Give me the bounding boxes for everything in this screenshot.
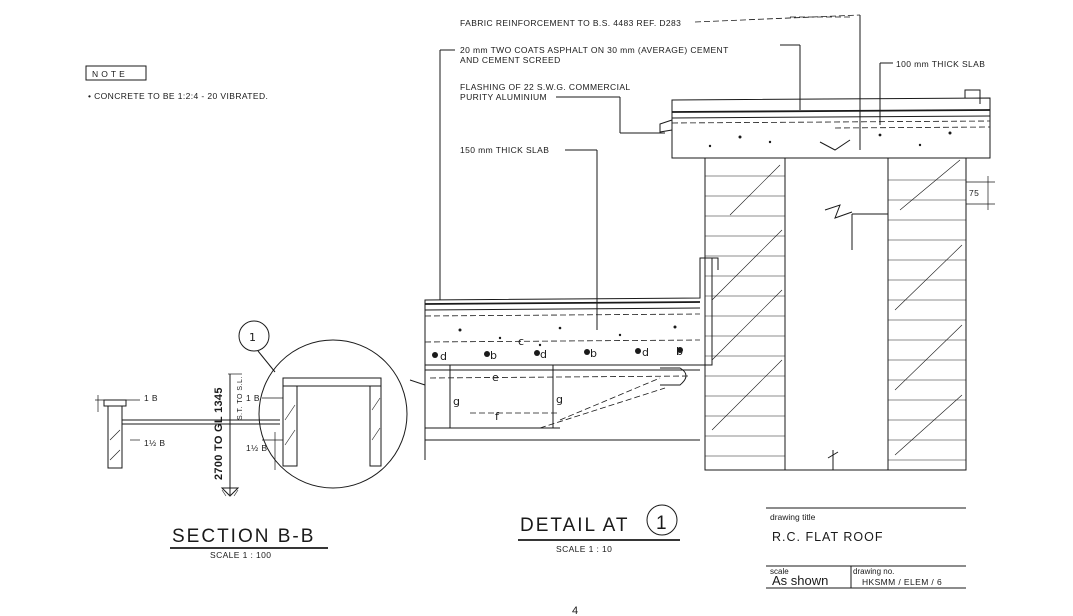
title-block-scale-label: scale bbox=[770, 567, 789, 576]
brick-pier-right bbox=[887, 157, 967, 471]
brick-pier-left bbox=[704, 157, 786, 471]
title-block-drawing-title-label: drawing title bbox=[770, 512, 816, 522]
section-level-label: 2700 TO GL 1345 bbox=[213, 387, 225, 480]
fabric-annotation: FABRIC REINFORCEMENT TO B.S. 4483 REF. D… bbox=[460, 18, 681, 28]
section-callout-number: 1 bbox=[249, 331, 256, 344]
detail-title: DETAIL AT bbox=[520, 515, 630, 536]
bar-label-d3: d bbox=[642, 346, 649, 359]
bar-label-d2: d bbox=[540, 348, 547, 361]
title-block bbox=[766, 507, 966, 589]
upper-roof-slab bbox=[659, 89, 991, 159]
title-block-drawing-no-label: drawing no. bbox=[853, 567, 894, 576]
dimension-75: 75 bbox=[966, 176, 995, 210]
detail-scale: SCALE 1 : 10 bbox=[556, 544, 612, 554]
flashing-annotation-line2: PURITY ALUMINIUM bbox=[460, 92, 547, 102]
section-label-half-b: 1½ B bbox=[144, 438, 165, 448]
note-text: • CONCRETE TO BE 1:2:4 - 20 VIBRATED. bbox=[88, 91, 268, 101]
section-callout-circle bbox=[238, 320, 270, 352]
bar-label-f: f bbox=[495, 410, 500, 423]
detail-circle bbox=[258, 339, 408, 489]
title-block-drawing-title: R.C. FLAT ROOF bbox=[772, 530, 883, 544]
bar-label-e: e bbox=[492, 371, 499, 384]
main-roof-slab bbox=[424, 257, 719, 366]
dim-75-label: 75 bbox=[969, 188, 979, 198]
title-block-drawing-no: HKSMM / ELEM / 6 bbox=[862, 577, 942, 587]
flashing-annotation-line1: FLASHING OF 22 S.W.G. COMMERCIAL bbox=[460, 82, 631, 92]
bar-label-g2: g bbox=[556, 393, 563, 406]
title-block-scale-value: As shown bbox=[772, 573, 828, 588]
section-small-vertical: S.T. TO S.L. bbox=[237, 376, 244, 420]
bar-label-b3: b bbox=[676, 345, 683, 358]
page-number: 4 bbox=[572, 605, 578, 616]
beam-stirrups: e f g g bbox=[409, 365, 700, 460]
note-box bbox=[85, 65, 147, 81]
detail-callout-circle bbox=[646, 504, 678, 536]
section-label-1b-right: 1 B bbox=[246, 393, 260, 403]
bar-label-c: c bbox=[518, 335, 524, 348]
section-bb-drawing: 1 B 1½ B 1 B 1½ B bbox=[95, 320, 408, 497]
slab100-annotation: 100 mm THICK SLAB bbox=[896, 59, 985, 69]
asphalt-annotation-line2: AND CEMENT SCREED bbox=[460, 55, 561, 65]
bar-label-g1: g bbox=[453, 395, 460, 408]
fabric-leader bbox=[694, 14, 861, 23]
slab150-annotation: 150 mm THICK SLAB bbox=[460, 145, 549, 155]
bar-label-b1: b bbox=[490, 349, 497, 362]
asphalt-annotation-line1: 20 mm TWO COATS ASPHALT ON 30 mm (AVERAG… bbox=[460, 45, 729, 55]
section-label-1b: 1 B bbox=[144, 393, 158, 403]
section-title: SECTION B-B bbox=[172, 526, 315, 547]
bar-label-d1: d bbox=[440, 350, 447, 363]
note-heading: N O T E bbox=[92, 69, 125, 79]
break-lines bbox=[785, 204, 888, 471]
section-label-half-b-right: 1½ B bbox=[246, 443, 267, 453]
detail-callout-number: 1 bbox=[656, 513, 667, 534]
section-scale: SCALE 1 : 100 bbox=[210, 550, 271, 560]
bottom-reinforcement: d b d b d b c bbox=[432, 335, 683, 363]
bar-label-b2: b bbox=[590, 347, 597, 360]
